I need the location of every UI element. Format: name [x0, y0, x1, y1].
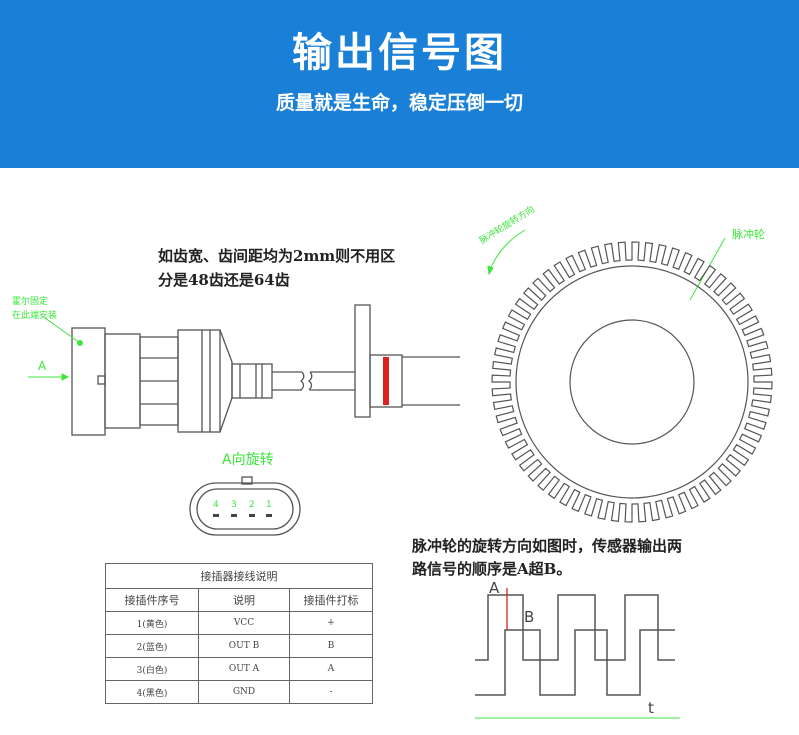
connector-latch	[97, 375, 106, 385]
table-header: 接插件序号	[105, 588, 199, 612]
table-cell: VCC	[198, 611, 290, 635]
time-axis-label: t	[648, 699, 654, 717]
pin-1: 1	[266, 500, 272, 510]
table-header: 接插件打标	[289, 588, 373, 612]
table-row: 1(黄色)VCC+	[105, 611, 373, 635]
table-cell: 3(白色)	[105, 657, 199, 681]
table-cell: -	[289, 680, 373, 704]
mount-label-2: 在此端安装	[12, 311, 58, 321]
table-cell: 2(蓝色)	[105, 634, 199, 658]
wiring-table: 接插器接线说明 接插件序号说明接插件打标 1(黄色)VCC+ 2(蓝色)OUT …	[105, 563, 373, 704]
mount-label-1: 霍尔固定	[12, 297, 49, 307]
table-cell: 1(黄色)	[105, 611, 199, 635]
sensor-red-band	[383, 357, 389, 405]
pulse-wheel-teeth	[491, 241, 773, 523]
table-cell: OUT B	[198, 634, 290, 658]
connector-body	[71, 327, 106, 436]
wave-label-b: B	[524, 608, 535, 626]
signal-b-wave	[475, 629, 675, 696]
table-cell: A	[289, 657, 373, 681]
table-cell: OUT A	[198, 657, 290, 681]
sensor-flange	[354, 304, 371, 418]
sensor-body	[369, 354, 403, 408]
rotate-a-label: A向旋转	[222, 452, 274, 468]
page-subtitle: 质量就是生命，稳定压倒一切	[275, 92, 523, 114]
note-line1: 如齿宽、齿间距均为2mm则不用区	[158, 247, 396, 265]
table-title: 接插器接线说明	[105, 563, 373, 589]
table-cell: +	[289, 611, 373, 635]
signal-a-wave	[475, 594, 675, 661]
table-row: 4(黑色)GND-	[105, 680, 373, 704]
signal-note-line1: 脉冲轮的旋转方向如图时，传感器输出两	[412, 537, 683, 555]
wheel-label: 脉冲轮	[732, 228, 765, 241]
pulse-wheel-hub	[569, 319, 695, 445]
pulse-wheel	[491, 241, 773, 523]
table-cell: B	[289, 634, 373, 658]
signal-note-line2: 路信号的顺序是A超B。	[412, 560, 572, 578]
note-line2: 分是48齿还是64齿	[158, 271, 290, 289]
arrow-a-label: A	[38, 359, 47, 373]
connector-face	[189, 476, 301, 536]
pin-3: 3	[231, 500, 237, 510]
page-title: 输出信号图	[292, 30, 507, 76]
table-header: 说明	[198, 588, 290, 612]
wave-label-a: A	[489, 579, 500, 597]
table-cell: 4(黑色)	[105, 680, 199, 704]
table-cell: GND	[198, 680, 290, 704]
header-banner: 输出信号图 质量就是生命，稳定压倒一切	[0, 0, 799, 168]
pin-4: 4	[213, 500, 219, 510]
pin-2: 2	[249, 500, 255, 510]
